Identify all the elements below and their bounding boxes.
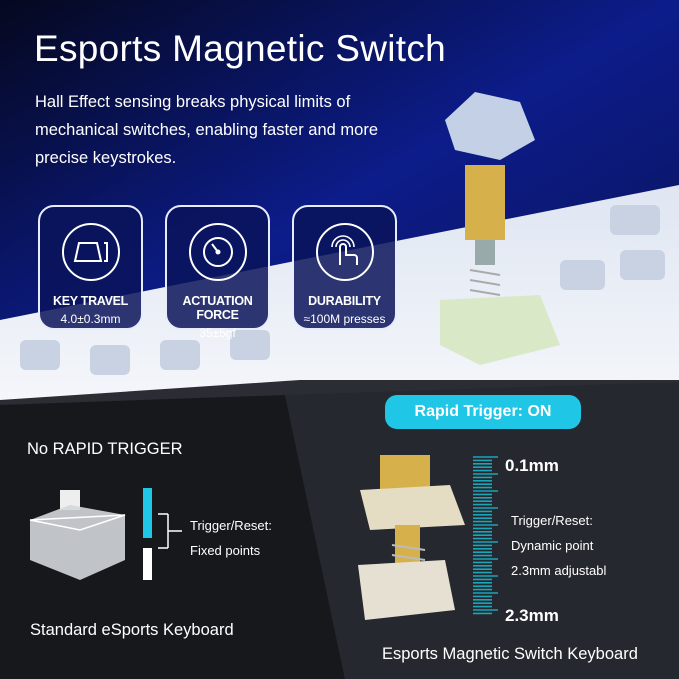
feature-value: 35±5gf bbox=[199, 326, 236, 340]
magnetic-switch-exploded bbox=[440, 92, 560, 365]
scale-bottom-label: 2.3mm bbox=[505, 606, 559, 625]
subtitle: Hall Effect sensing breaks physical limi… bbox=[35, 88, 415, 172]
rapid-trigger-badge: Rapid Trigger: ON bbox=[385, 395, 581, 429]
feature-label: DURABILITY bbox=[308, 294, 381, 308]
trigger-value: Fixed points bbox=[190, 543, 261, 558]
page-title: Esports Magnetic Switch bbox=[34, 28, 447, 69]
subtitle-line: Hall Effect sensing breaks physical limi… bbox=[35, 93, 351, 111]
feature-card-actuation-force: ACTUATION FORCE 35±5gf bbox=[165, 205, 270, 340]
subtitle-line: mechanical switches, enabling faster and… bbox=[35, 121, 379, 139]
left-panel bbox=[0, 395, 345, 679]
bracket bbox=[158, 513, 182, 549]
standard-switch-image bbox=[29, 490, 126, 580]
feature-card-durability: DURABILITY ≈100M presses bbox=[292, 205, 397, 330]
trigger-label: Trigger/Reset: bbox=[190, 518, 272, 533]
dynamic-line: 2.3mm adjustabl bbox=[511, 563, 607, 578]
feature-card-key-travel: KEY TRAVEL 4.0±0.3mm bbox=[38, 205, 143, 330]
subtitle-line: precise keystrokes. bbox=[35, 149, 177, 167]
yellow-switch-image bbox=[358, 455, 465, 620]
trigger-bar-white bbox=[143, 548, 152, 580]
ruler-scale bbox=[473, 456, 498, 615]
magnetic-caption: Esports Magnetic Switch Keyboard bbox=[382, 645, 638, 663]
feature-label: KEY TRAVEL bbox=[52, 294, 129, 308]
trigger-bar-cyan bbox=[143, 488, 152, 538]
feature-label: ACTUATION FORCE bbox=[182, 294, 253, 322]
dynamic-line: Dynamic point bbox=[511, 538, 594, 553]
feature-value: 4.0±0.3mm bbox=[60, 312, 121, 326]
finger-press-icon bbox=[315, 223, 374, 281]
no-rapid-trigger-heading: No RAPID TRIGGER bbox=[27, 440, 183, 458]
dynamic-line: Trigger/Reset: bbox=[511, 513, 593, 528]
gauge-icon bbox=[188, 223, 247, 281]
scale-top-label: 0.1mm bbox=[505, 456, 559, 475]
standard-caption: Standard eSports Keyboard bbox=[30, 621, 234, 639]
keycap-travel-icon bbox=[61, 223, 120, 281]
feature-value: ≈100M presses bbox=[303, 312, 386, 326]
